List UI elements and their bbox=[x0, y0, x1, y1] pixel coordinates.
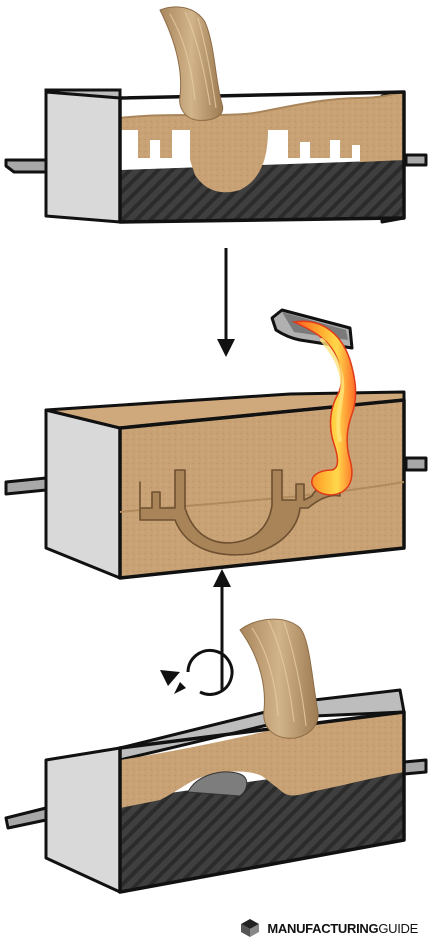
flask2-right-handle bbox=[404, 456, 428, 472]
step1-flask bbox=[4, 6, 428, 224]
flask1-left-handle bbox=[4, 158, 48, 174]
flask2-left-handle bbox=[4, 476, 48, 496]
brand-name-bold: MANUFACTURING bbox=[267, 920, 379, 936]
flask2-top-face bbox=[44, 390, 406, 430]
sand-stream-2 bbox=[239, 618, 319, 739]
pattern-bump bbox=[187, 771, 248, 797]
manufacturing-guide-logo: MANUFACTURINGGUIDE bbox=[239, 918, 418, 938]
flask1-right-handle bbox=[404, 153, 428, 167]
brand-name: MANUFACTURINGGUIDE bbox=[267, 921, 418, 936]
flask3-sand bbox=[120, 712, 404, 808]
brand-name-light: GUIDE bbox=[378, 920, 418, 936]
step2-flask bbox=[4, 308, 428, 580]
flask2-end-face bbox=[44, 408, 122, 580]
step3-flask bbox=[4, 618, 428, 894]
flask3-end-face bbox=[44, 746, 122, 894]
cube-logo-icon bbox=[241, 919, 260, 937]
flask3-left-handle bbox=[4, 806, 48, 830]
flask1-end-face bbox=[44, 90, 122, 224]
flask3-right-handle bbox=[402, 758, 428, 776]
flip-rotate-icon bbox=[160, 648, 234, 696]
flask1-hatch-bottom bbox=[120, 160, 404, 222]
sand-stream-1 bbox=[159, 6, 224, 121]
flask3-hatch-bottom bbox=[120, 760, 404, 892]
